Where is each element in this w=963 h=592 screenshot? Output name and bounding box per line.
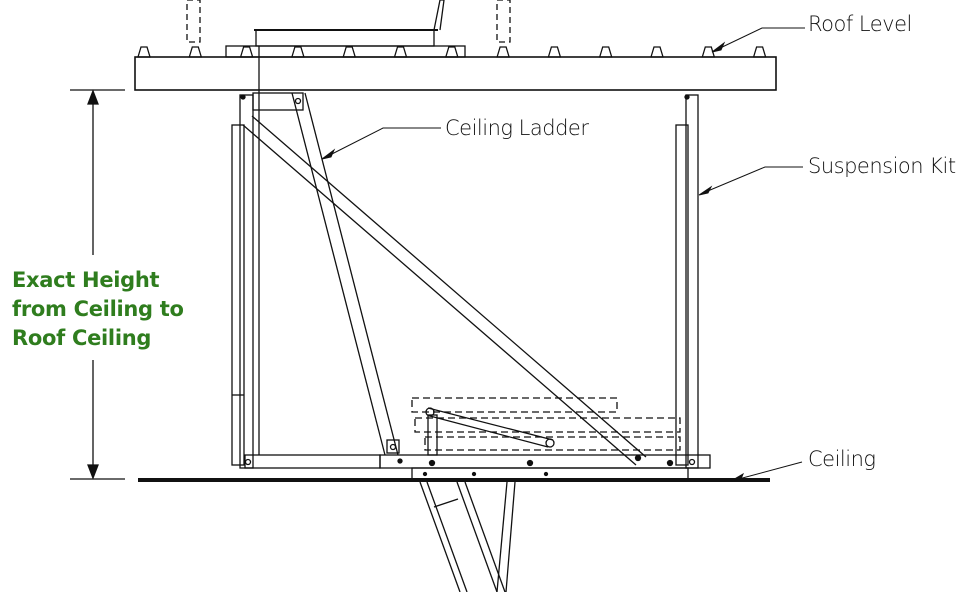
roof-rib (444, 46, 459, 58)
roof-slab (134, 56, 777, 91)
dimension-line-1: Exact Height (12, 268, 160, 292)
suspension-kit-left (231, 94, 254, 469)
roof-rib (137, 46, 151, 58)
ladder-top-bracket (252, 92, 304, 111)
hinge-arm (425, 407, 555, 456)
roof-rib (496, 46, 510, 58)
roof-rib (547, 46, 562, 58)
roof-rib (650, 46, 664, 58)
ceiling-label: Ceiling (808, 447, 876, 471)
ceiling-ladder-label: Ceiling Ladder (445, 116, 589, 140)
roof-rib (342, 46, 357, 58)
dimension-line-2: from Ceiling to (12, 297, 184, 321)
ladder-stile (291, 92, 400, 456)
roof-rib (701, 46, 716, 58)
lower-ladder (419, 481, 516, 592)
folded-ladder-sections (411, 397, 681, 451)
dashed-post-left (186, 0, 201, 43)
roof-rib (188, 46, 203, 58)
suspension-kit-right (675, 94, 699, 469)
roof-ribs (137, 46, 767, 58)
roof-level-label: Roof Level (808, 12, 912, 36)
suspension-kit-label: Suspension Kit (808, 154, 956, 178)
diagonal-brace (242, 115, 647, 466)
roof-rib (291, 46, 305, 58)
roof-rib (239, 46, 254, 58)
height-dimension-label: Exact Height from Ceiling to Roof Ceilin… (12, 266, 184, 353)
leader-lines (321, 27, 805, 482)
dashed-post-right (496, 0, 511, 43)
roof-rib (393, 46, 408, 58)
roof-rib (752, 46, 767, 58)
height-dimension (70, 89, 125, 480)
roof-rib (598, 46, 613, 58)
dimension-line-3: Roof Ceiling (12, 326, 152, 350)
